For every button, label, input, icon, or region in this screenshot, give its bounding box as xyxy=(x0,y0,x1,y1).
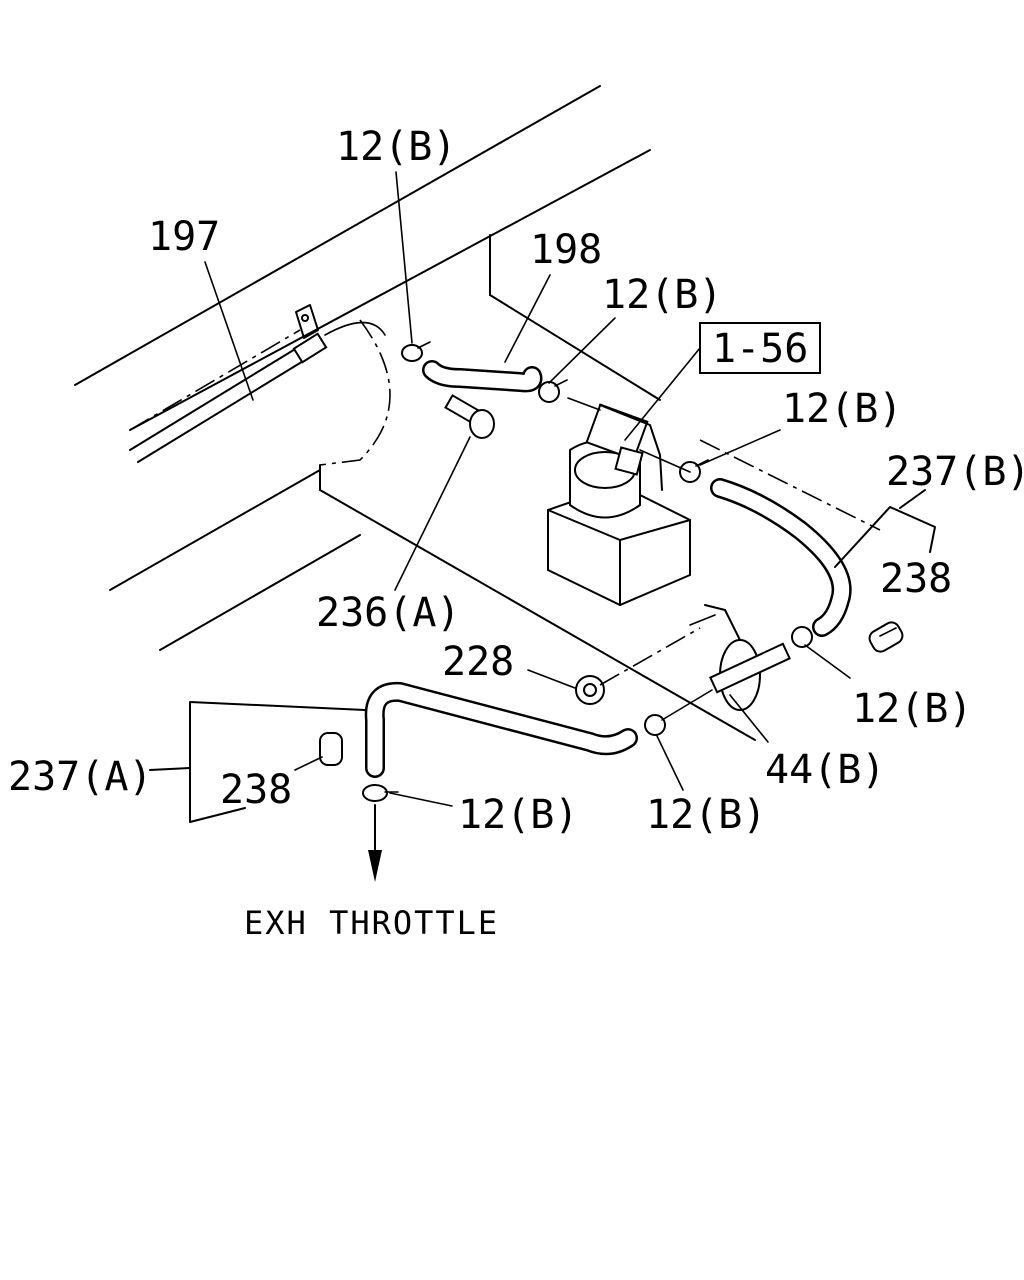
plug-238-right xyxy=(868,621,904,653)
clamp-bottom-left xyxy=(362,784,399,802)
clamp-lower-right xyxy=(791,626,813,648)
label-plug-238-left: 238 xyxy=(220,767,292,813)
clamp-top-left xyxy=(401,341,431,362)
label-hose-237b: 237(B) xyxy=(886,449,1024,495)
label-clamp-lower-right: 12(B) xyxy=(852,686,972,732)
label-clamp-right: 12(B) xyxy=(782,386,902,432)
frame-rails xyxy=(74,85,881,741)
label-nut-228: 228 xyxy=(442,639,514,685)
clamp-bottom-mid xyxy=(644,689,713,736)
nut-228 xyxy=(575,627,701,705)
bracket-237a xyxy=(149,701,366,823)
label-hose-198: 198 xyxy=(530,227,602,273)
connector-44b xyxy=(689,604,791,711)
arrow-down-icon xyxy=(368,804,382,882)
ref-box-frame xyxy=(699,322,821,374)
hose-198 xyxy=(422,360,543,393)
valve-assembly xyxy=(547,397,691,607)
bracket-237b xyxy=(834,489,936,568)
label-clamp-top-mid: 12(B) xyxy=(602,272,722,318)
label-ref-box: 1-56 xyxy=(712,326,808,372)
clamp-top-mid xyxy=(538,379,568,403)
bolt-236a xyxy=(444,394,495,439)
label-clamp-top-left: 12(B) xyxy=(336,124,456,170)
label-pipe-197: 197 xyxy=(148,214,220,260)
plug-238-left xyxy=(319,732,343,766)
hose-237b xyxy=(710,478,852,637)
label-connector-44b: 44(B) xyxy=(765,747,885,793)
label-bolt-236a: 236(A) xyxy=(316,590,461,636)
label-plug-238-right: 238 xyxy=(880,556,952,602)
label-clamp-bottom-mid: 12(B) xyxy=(646,792,766,838)
hose-237a xyxy=(364,681,638,778)
pipe-197 xyxy=(129,304,386,463)
destination-label: EXH THROTTLE xyxy=(244,904,499,942)
label-hose-237a: 237(A) xyxy=(8,754,153,800)
label-clamp-bottom-left: 12(B) xyxy=(458,792,578,838)
leader-lines xyxy=(204,171,897,807)
